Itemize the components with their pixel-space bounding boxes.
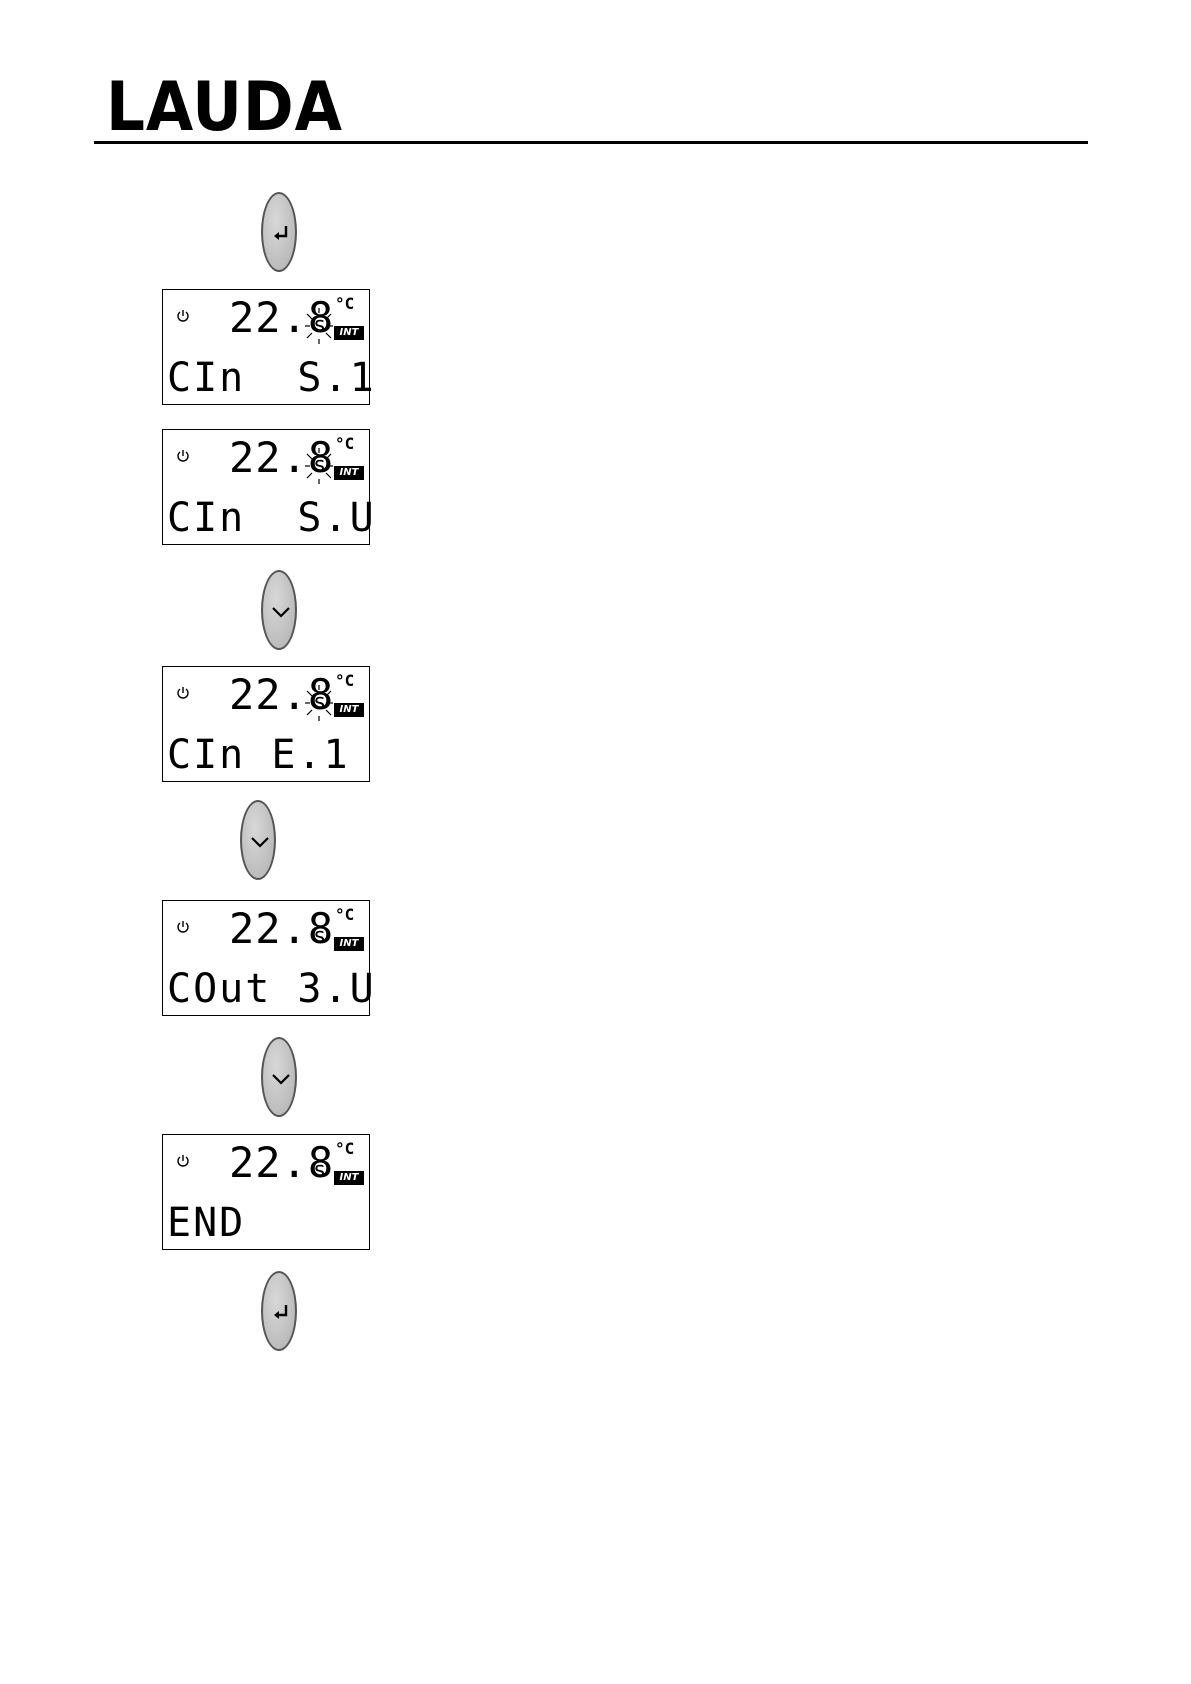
lcd-display: 22.8 s °C INT CIn E.1 bbox=[162, 666, 370, 782]
enter-key-button[interactable] bbox=[261, 1271, 297, 1351]
status-indicator: s bbox=[313, 1157, 326, 1185]
lcd-display: 22.8 s °C INT COut 3.U bbox=[162, 900, 370, 1016]
lcd-display: 22.8 s °C INT END bbox=[162, 1134, 370, 1250]
menu-line: CIn E.1 bbox=[167, 733, 350, 777]
power-icon bbox=[175, 1153, 191, 1169]
lcd-display: 22.8 s °C INT CIn S.U bbox=[162, 429, 370, 545]
int-badge: INT bbox=[334, 703, 364, 717]
header-rule bbox=[94, 141, 1088, 144]
enter-return-icon bbox=[269, 222, 293, 246]
lauda-logo: LAUDA bbox=[106, 74, 343, 142]
down-key-button[interactable] bbox=[240, 800, 276, 880]
menu-line: CIn S.1 bbox=[167, 356, 376, 400]
power-icon bbox=[175, 308, 191, 324]
int-badge: INT bbox=[334, 466, 364, 480]
status-indicator: s bbox=[313, 923, 326, 951]
status-indicator: s bbox=[313, 689, 326, 717]
menu-line: END bbox=[167, 1201, 245, 1245]
down-key-button[interactable] bbox=[261, 570, 297, 650]
int-badge: INT bbox=[334, 326, 364, 340]
chevron-down-icon bbox=[248, 830, 272, 854]
power-icon bbox=[175, 448, 191, 464]
unit-label: °C bbox=[335, 296, 354, 312]
status-indicator: s bbox=[313, 312, 326, 340]
unit-label: °C bbox=[335, 436, 354, 452]
enter-key-button[interactable] bbox=[261, 192, 297, 272]
lcd-display: 22.8 s °C INT CIn S.1 bbox=[162, 289, 370, 405]
chevron-down-icon bbox=[269, 1067, 293, 1091]
chevron-down-icon bbox=[269, 600, 293, 624]
menu-line: COut 3.U bbox=[167, 967, 376, 1011]
int-badge: INT bbox=[334, 937, 364, 951]
unit-label: °C bbox=[335, 673, 354, 689]
unit-label: °C bbox=[335, 1141, 354, 1157]
status-indicator: s bbox=[313, 452, 326, 480]
int-badge: INT bbox=[334, 1171, 364, 1185]
menu-line: CIn S.U bbox=[167, 496, 376, 540]
power-icon bbox=[175, 685, 191, 701]
down-key-button[interactable] bbox=[261, 1037, 297, 1117]
unit-label: °C bbox=[335, 907, 354, 923]
enter-return-icon bbox=[269, 1301, 293, 1325]
power-icon bbox=[175, 919, 191, 935]
